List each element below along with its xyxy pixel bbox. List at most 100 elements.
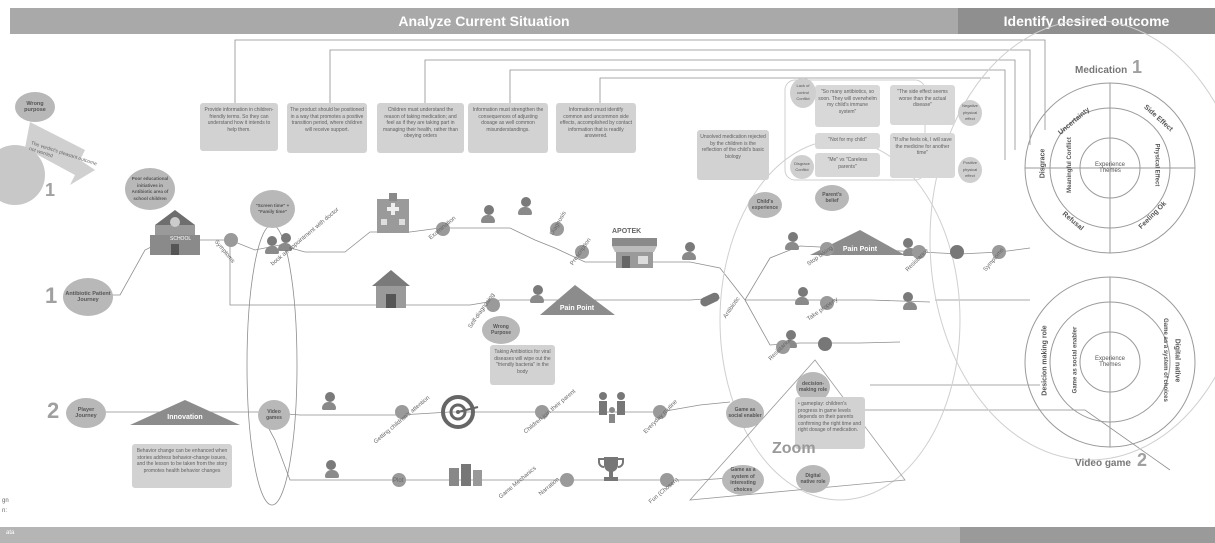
video-game-title: Video game bbox=[1075, 458, 1131, 469]
quote-side-3: Disgrace Conflict bbox=[790, 155, 814, 179]
wheel1-disgrace: Disgrace bbox=[1039, 148, 1047, 179]
person-icon bbox=[278, 233, 294, 253]
quote-2: "The side effect seems worse than the ac… bbox=[890, 85, 955, 125]
childs-experience-bubble: Child's experience bbox=[748, 192, 782, 218]
header-desired-outcome: Identify desired outcome bbox=[958, 8, 1215, 34]
quote-side-1: Lack of control Conflict bbox=[790, 78, 816, 108]
taking-antibiotics-box: Taking Antibiotics for viral diseases wi… bbox=[490, 345, 555, 385]
step-node bbox=[395, 405, 409, 419]
info-box-4: Information must strengthen the conseque… bbox=[468, 103, 548, 153]
journey-2-number: 2 bbox=[47, 398, 60, 423]
person-icon bbox=[795, 287, 811, 307]
step-node bbox=[776, 340, 790, 354]
resistance-node bbox=[818, 337, 832, 351]
wheel2-social-enabler: Game as social enabler bbox=[1072, 326, 1079, 394]
journey-1-number: 1 bbox=[45, 283, 58, 308]
medication-title: Medication bbox=[1075, 65, 1128, 76]
person-icon bbox=[903, 292, 917, 310]
step-node bbox=[486, 298, 500, 312]
medication-number: 1 bbox=[1132, 57, 1143, 77]
resistance-node bbox=[950, 245, 964, 259]
hospital-icon bbox=[375, 193, 411, 233]
target-icon bbox=[440, 395, 480, 430]
step-node bbox=[992, 245, 1006, 259]
step-node bbox=[660, 473, 674, 487]
wrong-purpose-top-bubble: Wrong purpose bbox=[15, 92, 55, 122]
unsolved-box: Unsolved medication rejected by the chil… bbox=[697, 130, 769, 180]
doctor-icon bbox=[518, 197, 534, 219]
school-icon bbox=[150, 210, 200, 258]
behavior-change-box: Behavior change can be enhanced when sto… bbox=[132, 444, 232, 488]
quote-3: "Not for my child" bbox=[815, 133, 880, 149]
info-box-5: Information must identify common and unc… bbox=[556, 103, 636, 153]
step-node bbox=[575, 245, 589, 259]
wheel1-meaningful-conflict: Meaningful Conflict bbox=[1066, 137, 1073, 193]
info-box-3: Children must understand the reason of t… bbox=[377, 103, 464, 153]
step-node bbox=[560, 473, 574, 487]
trophy-icon bbox=[598, 455, 624, 483]
video-games-bubble: Video games bbox=[258, 400, 290, 430]
step-node bbox=[224, 233, 238, 247]
step-node bbox=[550, 222, 564, 236]
game-system-node: Game as a system of interesting choices bbox=[722, 465, 764, 495]
game-characters-icon bbox=[445, 458, 485, 488]
apotek-label: APOTEK bbox=[612, 228, 642, 235]
video-game-number: 2 bbox=[1137, 450, 1148, 470]
quote-side-2: Negative physical effect bbox=[958, 100, 982, 126]
header-analyze: Analyze Current Situation bbox=[10, 8, 958, 34]
wrong-purpose-bubble: Wrong Purpose bbox=[482, 316, 520, 344]
person-icon bbox=[783, 330, 799, 350]
step-node bbox=[535, 405, 549, 419]
pharmacy-icon bbox=[612, 238, 657, 268]
footer-bar-left bbox=[0, 527, 960, 543]
info-box-1: Provide information in children-friendly… bbox=[200, 103, 278, 151]
person-icon bbox=[322, 392, 338, 412]
house-icon bbox=[372, 270, 410, 310]
wheel2-digital-native: Digital native bbox=[1173, 338, 1181, 383]
step-node bbox=[820, 242, 834, 256]
experience-themes-1: Experience Themes bbox=[1094, 161, 1126, 175]
innovation-label: Innovation bbox=[167, 414, 203, 421]
step-node bbox=[436, 222, 450, 236]
zoom-label: Zoom bbox=[772, 440, 816, 457]
person-icon bbox=[265, 236, 279, 254]
footer-left-text: ata bbox=[6, 530, 15, 536]
gameplay-bullet: • bbox=[798, 401, 802, 407]
quote-5: "Me" vs "Careless parents" bbox=[815, 153, 880, 177]
digital-native-node: Digital native role bbox=[796, 465, 830, 493]
school-label: SCHOOL bbox=[170, 236, 192, 242]
parents-belief-bubble: Parent's belief bbox=[815, 185, 849, 211]
experience-themes-2: Experience Themes bbox=[1094, 355, 1126, 369]
wheel2-system-choices: Game as a system of choices bbox=[1161, 318, 1168, 402]
wheel1-physical-effect: Physical Effect bbox=[1153, 143, 1160, 187]
school-bubble: Poor educational initiatives in Antibiot… bbox=[125, 168, 175, 210]
left-edge-text-1: gn bbox=[2, 498, 9, 504]
family-icon bbox=[595, 390, 631, 424]
left-number: 1 bbox=[45, 180, 56, 200]
person-icon bbox=[325, 460, 339, 478]
person-icon bbox=[903, 238, 917, 256]
screen-time-bubble: "Screen time" + "Family time" bbox=[250, 190, 295, 228]
journey-2-label: Player Journey bbox=[66, 398, 106, 428]
person-icon bbox=[682, 242, 698, 262]
step-node bbox=[392, 473, 406, 487]
person-icon bbox=[530, 285, 546, 305]
pain-point-label-2: Pain Point bbox=[559, 305, 595, 312]
step-node bbox=[653, 405, 667, 419]
gameplay-box: • gameplay: children's progress in game … bbox=[795, 397, 865, 449]
left-edge-text-2: n: bbox=[2, 508, 8, 514]
person-icon bbox=[785, 232, 801, 252]
game-social-node: Game as social enabler bbox=[726, 398, 764, 428]
step-label-plot: Plot bbox=[393, 478, 404, 484]
quote-side-4: Positive physical effect bbox=[958, 157, 982, 183]
step-node bbox=[820, 296, 834, 310]
step-node bbox=[912, 245, 926, 259]
pain-point-label-1: Pain Point bbox=[842, 246, 878, 253]
info-box-2: The product should be positioned in a wa… bbox=[287, 103, 367, 153]
quote-4: "If s/he feels ok, I will save the medic… bbox=[890, 133, 955, 178]
quote-1: "So many antibiotics, so soon. They will… bbox=[815, 85, 880, 127]
gameplay-text: gameplay: children's progress in game le… bbox=[798, 401, 862, 433]
journey-1-label: Antibiotic Patient Journey bbox=[63, 278, 113, 316]
wheel2-decision-making: Desicion making role bbox=[1041, 325, 1049, 396]
